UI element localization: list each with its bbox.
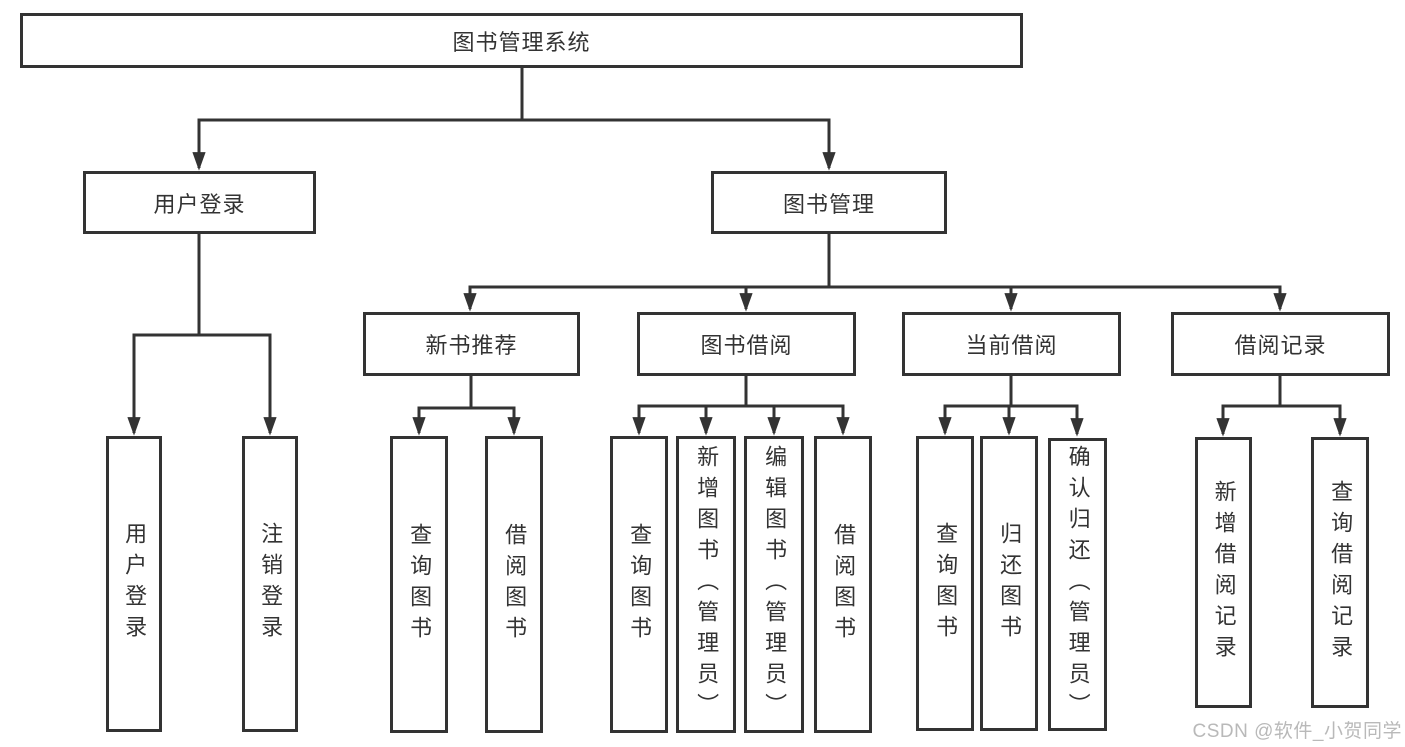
leaf-logout: 注销登录 xyxy=(242,436,298,732)
leaf-confirm-return-admin-label: 确认归还（管理员） xyxy=(1065,445,1091,724)
leaf-borrow-books-1-label: 借阅图书 xyxy=(502,522,528,647)
leaf-borrow-books-2: 借阅图书 xyxy=(814,436,872,733)
node-book-borrowing: 图书借阅 xyxy=(637,312,856,376)
leaf-return-book-label: 归还图书 xyxy=(997,521,1023,646)
node-root: 图书管理系统 xyxy=(20,13,1023,68)
leaf-user-login: 用户登录 xyxy=(106,436,162,732)
leaf-add-book-admin: 新增图书（管理员） xyxy=(676,436,736,733)
leaf-query-borrow-record: 查询借阅记录 xyxy=(1311,437,1369,708)
connector-skeleton xyxy=(132,66,1342,410)
leaf-logout-label: 注销登录 xyxy=(258,522,284,646)
leaf-confirm-return-admin: 确认归还（管理员） xyxy=(1048,438,1107,731)
leaf-edit-book-admin-label: 编辑图书（管理员） xyxy=(762,445,788,724)
leaf-borrow-books-1: 借阅图书 xyxy=(485,436,543,733)
leaf-query-books-1: 查询图书 xyxy=(390,436,448,733)
leaf-return-book: 归还图书 xyxy=(980,436,1038,731)
leaf-query-books-1-label: 查询图书 xyxy=(407,522,433,647)
leaf-query-borrow-record-label: 查询借阅记录 xyxy=(1328,479,1354,666)
node-new-book-recommend: 新书推荐 xyxy=(363,312,580,376)
leaf-add-book-admin-label: 新增图书（管理员） xyxy=(694,445,720,724)
leaf-query-books-3: 查询图书 xyxy=(916,436,974,731)
node-borrowing-records: 借阅记录 xyxy=(1171,312,1390,376)
leaf-query-books-3-label: 查询图书 xyxy=(933,521,959,646)
leaf-add-borrow-record-label: 新增借阅记录 xyxy=(1211,479,1237,666)
leaf-add-borrow-record: 新增借阅记录 xyxy=(1195,437,1252,708)
leaf-query-books-2-label: 查询图书 xyxy=(627,522,653,647)
leaf-borrow-books-2-label: 借阅图书 xyxy=(831,522,857,647)
node-book-management: 图书管理 xyxy=(711,171,947,234)
leaf-query-books-2: 查询图书 xyxy=(610,436,668,733)
leaf-user-login-label: 用户登录 xyxy=(122,522,148,646)
node-current-borrowing: 当前借阅 xyxy=(902,312,1121,376)
node-user-login: 用户登录 xyxy=(83,171,316,234)
csdn-watermark: CSDN @软件_小贺同学 xyxy=(1192,721,1402,742)
leaf-edit-book-admin: 编辑图书（管理员） xyxy=(744,436,804,733)
